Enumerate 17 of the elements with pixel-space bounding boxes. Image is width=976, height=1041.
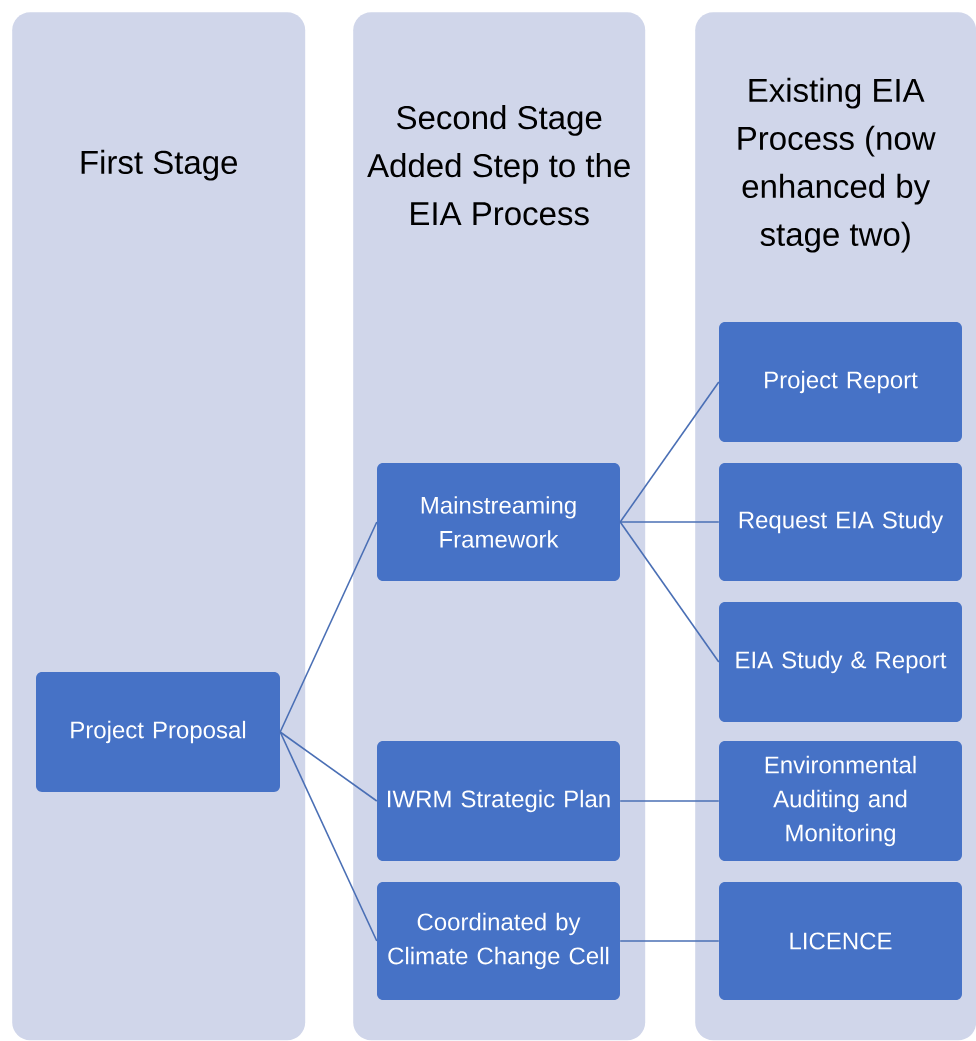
connector-line [279,521,378,733]
connector-line [619,940,720,942]
process-box: EIA Study & Report [719,602,962,722]
process-box: Project Report [719,322,962,442]
connector-line [279,731,378,802]
process-box: Project Proposal [36,672,280,792]
process-box: LICENCE [719,882,962,1000]
connector-line [619,521,720,663]
process-box: Coordinated by Climate Change Cell [377,882,620,1000]
process-box: IWRM Strategic Plan [377,741,620,861]
process-box: Environmental Auditing and Monitoring [719,741,962,861]
connector-line [619,800,720,802]
process-box: Mainstreaming Framework [377,463,620,581]
connector-line [619,521,720,523]
connector-line [619,381,720,523]
process-box: Request EIA Study [719,463,962,581]
connector-line [279,731,378,942]
